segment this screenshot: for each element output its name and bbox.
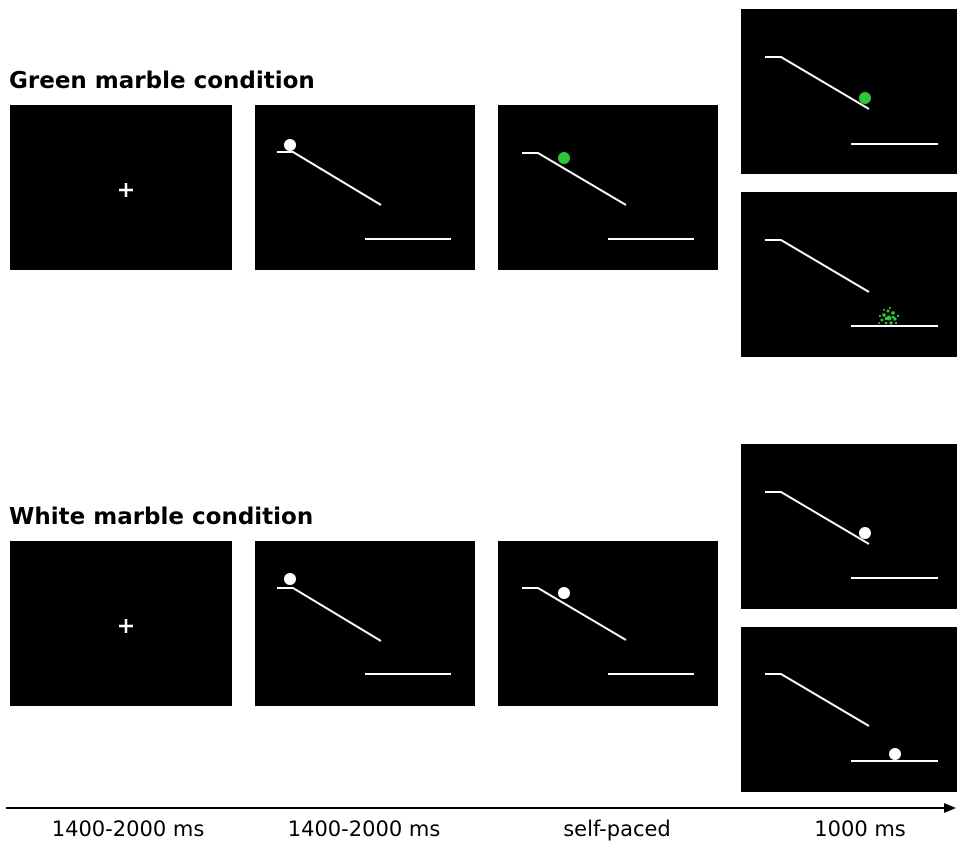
green-outcome-rolling-panel [741, 9, 957, 174]
ramp-icon [765, 56, 870, 110]
white-condition-title: White marble condition [9, 504, 314, 530]
ramp-icon [277, 587, 382, 642]
green-initial-ramp-panel [255, 105, 475, 270]
ramp-icon [522, 587, 627, 641]
green-condition-title: Green marble condition [9, 68, 315, 94]
white-marble-icon [284, 139, 296, 151]
white-marble-icon [859, 527, 871, 539]
ramp-icon [765, 491, 870, 545]
ramp-icon [765, 673, 870, 727]
white-fixation-panel [10, 541, 232, 706]
green-fixation-panel [10, 105, 232, 270]
timeline-label-fixation: 1400-2000 ms [51, 817, 205, 841]
timeline-label-outcome: 1000 ms [814, 817, 906, 841]
green-outcome-shatter-panel [741, 192, 957, 357]
timeline-label-initial: 1400-2000 ms [287, 817, 441, 841]
fixation-cross-icon [119, 619, 133, 633]
ramp-icon [277, 151, 382, 206]
white-initial-ramp-panel [255, 541, 475, 706]
fixation-cross-icon [119, 183, 133, 197]
white-outcome-rolling-panel [741, 444, 957, 609]
white-outcome-landed-panel [741, 627, 957, 792]
ramp-icon [522, 152, 627, 206]
white-marble-icon [889, 748, 901, 760]
timeline-arrow [6, 803, 956, 813]
green-marble-icon [558, 152, 570, 164]
timeline-label-response: self-paced [563, 817, 671, 841]
arrowhead-icon [944, 803, 956, 813]
shattered-marble-icon [878, 306, 900, 325]
green-marble-icon [859, 92, 871, 104]
white-marble-ramp-panel [498, 541, 718, 706]
ramp-icon [765, 239, 870, 293]
white-marble-icon [558, 587, 570, 599]
white-marble-icon [284, 573, 296, 585]
green-marble-ramp-panel [498, 105, 718, 270]
